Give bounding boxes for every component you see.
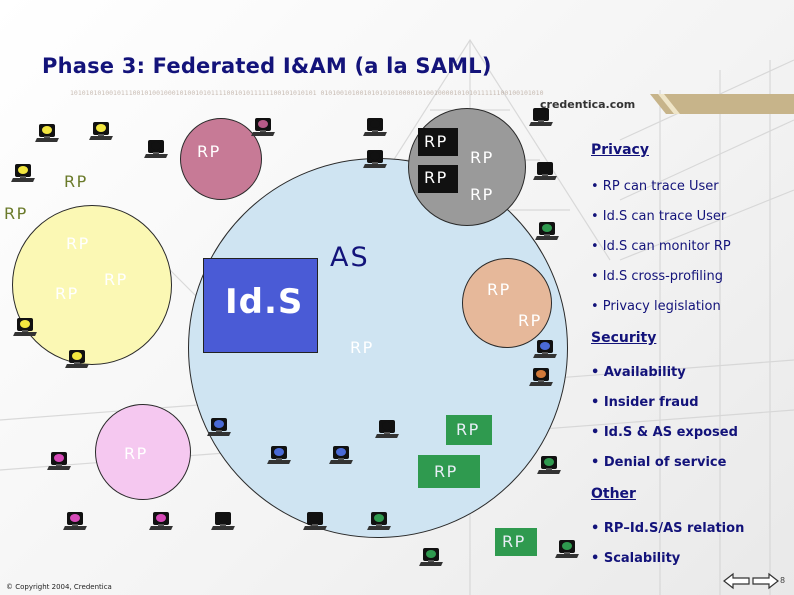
privacy-item: • Id.S can trace User — [591, 209, 727, 224]
rp-label-black-2: RP — [424, 168, 448, 187]
computer-terminal-icon — [555, 540, 579, 562]
green-box-rp-2 — [418, 455, 480, 488]
back-arrow-icon[interactable] — [722, 572, 752, 590]
rp-label-pink: RP — [197, 142, 221, 161]
blue-box-ids — [203, 258, 318, 353]
computer-terminal-icon — [529, 108, 553, 130]
rp-label-green-2: RP — [434, 462, 458, 481]
rp-label-top-left: RP — [64, 172, 88, 191]
rp-label-lilac: RP — [124, 444, 148, 463]
brand-bar — [650, 94, 794, 114]
other-item: • RP–Id.S/AS relation — [591, 521, 745, 536]
security-heading: Security — [591, 330, 657, 346]
computer-terminal-icon — [529, 368, 553, 390]
computer-terminal-icon — [251, 118, 275, 140]
computer-terminal-icon — [375, 420, 399, 442]
pink-circle — [180, 118, 262, 200]
privacy-item: • Privacy legislation — [591, 299, 721, 314]
computer-terminal-icon — [419, 548, 443, 570]
privacy-item: • Id.S cross-profiling — [591, 269, 723, 284]
computer-terminal-icon — [533, 162, 557, 184]
other-heading: Other — [591, 486, 636, 502]
green-box-rp-3 — [495, 528, 537, 556]
computer-terminal-icon — [207, 418, 231, 440]
computer-terminal-icon — [363, 150, 387, 172]
security-item: • Availability — [591, 365, 686, 380]
computer-terminal-icon — [533, 340, 557, 362]
security-item: • Denial of service — [591, 455, 727, 470]
rp-label-gray-1: RP — [470, 148, 494, 167]
computer-terminal-icon — [537, 456, 561, 478]
computer-terminal-icon — [149, 512, 173, 534]
computer-terminal-icon — [65, 350, 89, 372]
computer-terminal-icon — [367, 512, 391, 534]
privacy-heading: Privacy — [591, 142, 649, 158]
rp-label-black-1: RP — [424, 132, 448, 151]
security-item: • Insider fraud — [591, 395, 699, 410]
rp-label-gray-2: RP — [470, 185, 494, 204]
computer-terminal-icon — [13, 318, 37, 340]
computer-terminal-icon — [63, 512, 87, 534]
security-item: • Id.S & AS exposed — [591, 425, 738, 440]
black-box-rp-2 — [418, 165, 458, 193]
page-number: 8 — [780, 576, 786, 585]
forward-arrow-icon[interactable] — [750, 572, 780, 590]
rp-label-green-1: RP — [456, 420, 480, 439]
rp-label-far-left: RP — [4, 204, 28, 223]
computer-terminal-icon — [89, 122, 113, 144]
computer-terminal-icon — [329, 446, 353, 468]
computer-terminal-icon — [144, 140, 168, 162]
yellow-circle — [12, 205, 172, 365]
copyright-notice: © Copyright 2004, Credentica — [6, 583, 112, 591]
computer-terminal-icon — [267, 446, 291, 468]
green-box-rp-1 — [446, 415, 492, 445]
privacy-item: • Id.S can monitor RP — [591, 239, 731, 254]
as-label: AS — [330, 242, 370, 273]
rp-label-orange-2: RP — [518, 311, 542, 330]
rp-label-yellow-3: RP — [104, 270, 128, 289]
rp-label-green-3: RP — [502, 532, 526, 551]
ids-label: Id.S — [225, 282, 304, 322]
computer-terminal-icon — [211, 512, 235, 534]
rp-label-orange-1: RP — [487, 280, 511, 299]
binary-strip: 1010101010010111001010010001010010101111… — [70, 89, 544, 97]
computer-terminal-icon — [11, 164, 35, 186]
computer-terminal-icon — [363, 118, 387, 140]
lilac-circle — [95, 404, 191, 500]
privacy-item: • RP can trace User — [591, 179, 719, 194]
slide-title: Phase 3: Federated I&AM (a la SAML) — [42, 54, 492, 78]
black-box-rp-1 — [418, 128, 458, 156]
rp-label-yellow-1: RP — [66, 234, 90, 253]
rp-label-blue-circle: RP — [350, 338, 374, 357]
rp-label-yellow-2: RP — [55, 284, 79, 303]
computer-terminal-icon — [535, 222, 559, 244]
orange-circle — [462, 258, 552, 348]
computer-terminal-icon — [47, 452, 71, 474]
computer-terminal-icon — [35, 124, 59, 146]
brand-name: credentica.com — [540, 98, 636, 111]
computer-terminal-icon — [303, 512, 327, 534]
other-item: • Scalability — [591, 551, 681, 566]
